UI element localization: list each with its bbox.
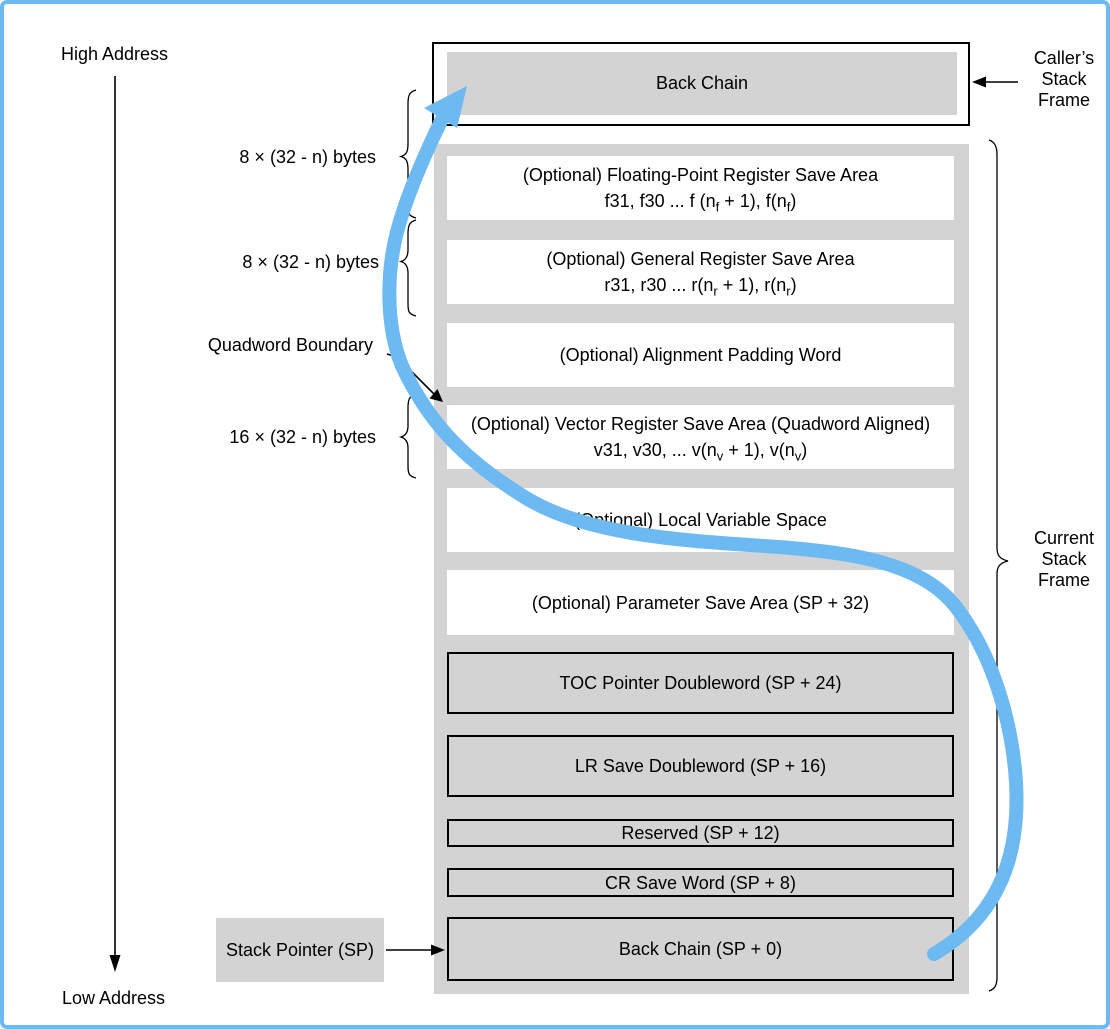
cell-text-line: TOC Pointer Doubleword (SP + 24) [559, 673, 842, 693]
gr-size-label: 8 × (32 - n) bytes [242, 252, 379, 272]
vr-size-brace [398, 393, 417, 479]
callers-stack-frame-label: Caller’s Stack Frame [1033, 48, 1095, 110]
low-address-label: Low Address [62, 988, 166, 1008]
fp-size-brace [398, 89, 417, 219]
current-stack-frame-label: Current Stack Frame [1033, 528, 1095, 590]
cell-fp-register-save-area: (Optional) Floating-Point Register Save … [447, 156, 954, 220]
cell-vector-register-save-area: (Optional) Vector Register Save Area (Qu… [447, 405, 954, 469]
cell-parameter-save-area: (Optional) Parameter Save Area (SP + 32) [447, 570, 954, 635]
stack-pointer-label: Stack Pointer (SP) [225, 939, 375, 960]
cell-back-chain-sp0: Back Chain (SP + 0) [447, 917, 954, 981]
cell-lr-save-doubleword: LR Save Doubleword (SP + 16) [447, 735, 954, 797]
cell-general-register-save-area: (Optional) General Register Save Area r31… [447, 240, 954, 304]
fp-size-label: 8 × (32 - n) bytes [239, 147, 376, 167]
cell-text-line: r31, r30 ... r(nr + 1), r(nr) [604, 275, 797, 299]
cell-text-line: (Optional) Floating-Point Register Save … [522, 165, 879, 185]
cell-text-line: CR Save Word (SP + 8) [605, 872, 796, 893]
cell-text-line: (Optional) General Register Save Area [546, 249, 855, 269]
cell-reserved: Reserved (SP + 12) [447, 819, 954, 847]
cell-text-line: (Optional) Vector Register Save Area (Qu… [470, 414, 931, 434]
current-frame-brace [988, 139, 1009, 992]
caller-back-chain-cell: Back Chain [447, 52, 957, 115]
address-direction-arrow [109, 76, 121, 972]
cell-text-line: (Optional) Local Variable Space [574, 510, 827, 530]
cell-text-line: v31, v30, ... v(nv + 1), v(nv) [593, 440, 808, 464]
cell-text-line: Reserved (SP + 12) [621, 823, 780, 843]
quadword-boundary-label: Quadword Boundary [207, 335, 373, 355]
cell-alignment-padding-word: (Optional) Alignment Padding Word [447, 323, 954, 387]
cell-local-variable-space: (Optional) Local Variable Space [447, 488, 954, 552]
vr-size-label: 16 × (32 - n) bytes [229, 427, 376, 447]
cell-cr-save-word: CR Save Word (SP + 8) [447, 868, 954, 897]
cell-toc-pointer-doubleword: TOC Pointer Doubleword (SP + 24) [447, 652, 954, 714]
cell-text-line: (Optional) Alignment Padding Word [559, 345, 842, 365]
cell-text-line: LR Save Doubleword (SP + 16) [574, 756, 827, 776]
caller-back-chain-box: Back Chain [432, 42, 970, 126]
cell-text-line: (Optional) Parameter Save Area (SP + 32) [531, 592, 870, 613]
caller-frame-arrow [972, 76, 1018, 88]
gr-size-brace [398, 219, 417, 317]
cell-text-line: Back Chain (SP + 0) [618, 939, 783, 959]
stack-pointer-box: Stack Pointer (SP) [216, 918, 384, 982]
high-address-label: High Address [61, 44, 169, 64]
caller-back-chain-label: Back Chain [655, 73, 749, 93]
cell-text-line: f31, f30 ... f (nf + 1), f(nf) [604, 191, 797, 215]
